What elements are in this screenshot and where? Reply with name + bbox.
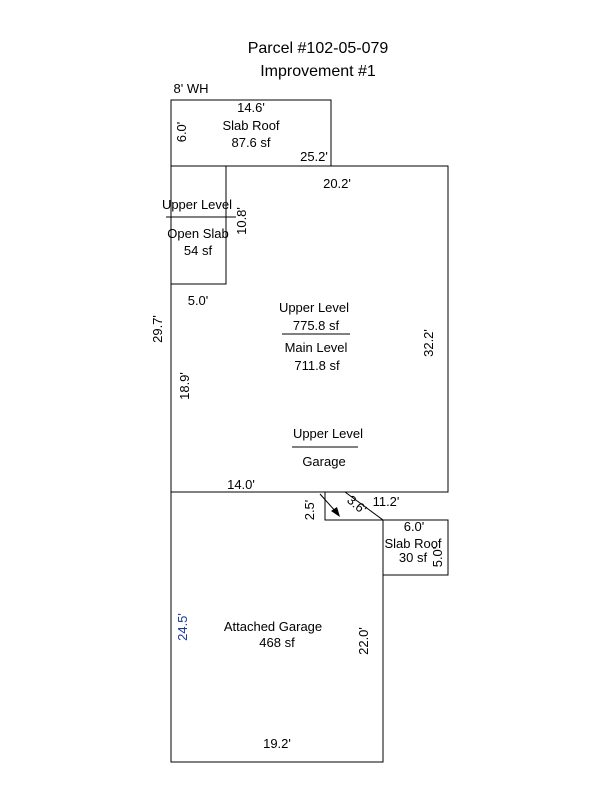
open-slab-area: 54 sf bbox=[184, 243, 213, 258]
garage-label: Garage bbox=[302, 454, 345, 469]
arrow-head bbox=[331, 507, 340, 517]
open-slab-upper: Upper Level bbox=[162, 197, 232, 212]
open-slab-name: Open Slab bbox=[167, 226, 228, 241]
improvement-title: Improvement #1 bbox=[260, 63, 376, 80]
dim-19-2: 19.2' bbox=[263, 736, 291, 751]
garage-notch-outline bbox=[324, 492, 383, 521]
dim-10-8: 10.8' bbox=[234, 207, 249, 235]
attached-garage-area: 468 sf bbox=[259, 635, 295, 650]
main-level-label: Main Level bbox=[285, 340, 348, 355]
dim-24-5: 24.5' bbox=[175, 613, 190, 641]
dim-2-5: 2.5' bbox=[302, 500, 317, 521]
dim-6-0-top: 6.0' bbox=[174, 122, 189, 143]
main-level-area: 711.8 sf bbox=[294, 358, 340, 373]
dim-22-0: 22.0' bbox=[356, 627, 371, 655]
parcel-title: Parcel #102-05-079 bbox=[248, 40, 389, 57]
slab-roof-top-area: 87.6 sf bbox=[231, 135, 270, 150]
dim-6-0-right: 6.0' bbox=[404, 519, 425, 534]
slab-roof-right-outline bbox=[382, 519, 449, 576]
dim-29-7: 29.7' bbox=[150, 315, 165, 343]
dim-20-2: 20.2' bbox=[323, 176, 351, 191]
dim-14-0: 14.0' bbox=[227, 477, 255, 492]
dim-3-6: 3.6' bbox=[344, 492, 369, 517]
garage-upper-label: Upper Level bbox=[293, 426, 363, 441]
slab-roof-right-name: Slab Roof bbox=[384, 536, 441, 551]
dim-32-2: 32.2' bbox=[421, 329, 436, 357]
dim-14-6: 14.6' bbox=[237, 100, 265, 115]
dim-25-2: 25.2' bbox=[300, 149, 328, 164]
wh-label: 8' WH bbox=[174, 81, 209, 96]
main-upper-area: 775.8 sf bbox=[293, 318, 340, 333]
slab-roof-top-name: Slab Roof bbox=[222, 118, 279, 133]
dim-5-0: 5.0' bbox=[188, 293, 209, 308]
attached-garage-name: Attached Garage bbox=[224, 619, 322, 634]
dim-11-2: 11.2' bbox=[373, 494, 400, 509]
main-upper-label: Upper Level bbox=[279, 300, 349, 315]
dim-5-0-right: 5.0' bbox=[430, 547, 445, 568]
open-slab-outline bbox=[170, 165, 227, 285]
dim-18-9: 18.9' bbox=[177, 372, 192, 400]
slab-roof-right-area: 30 sf bbox=[399, 550, 428, 565]
